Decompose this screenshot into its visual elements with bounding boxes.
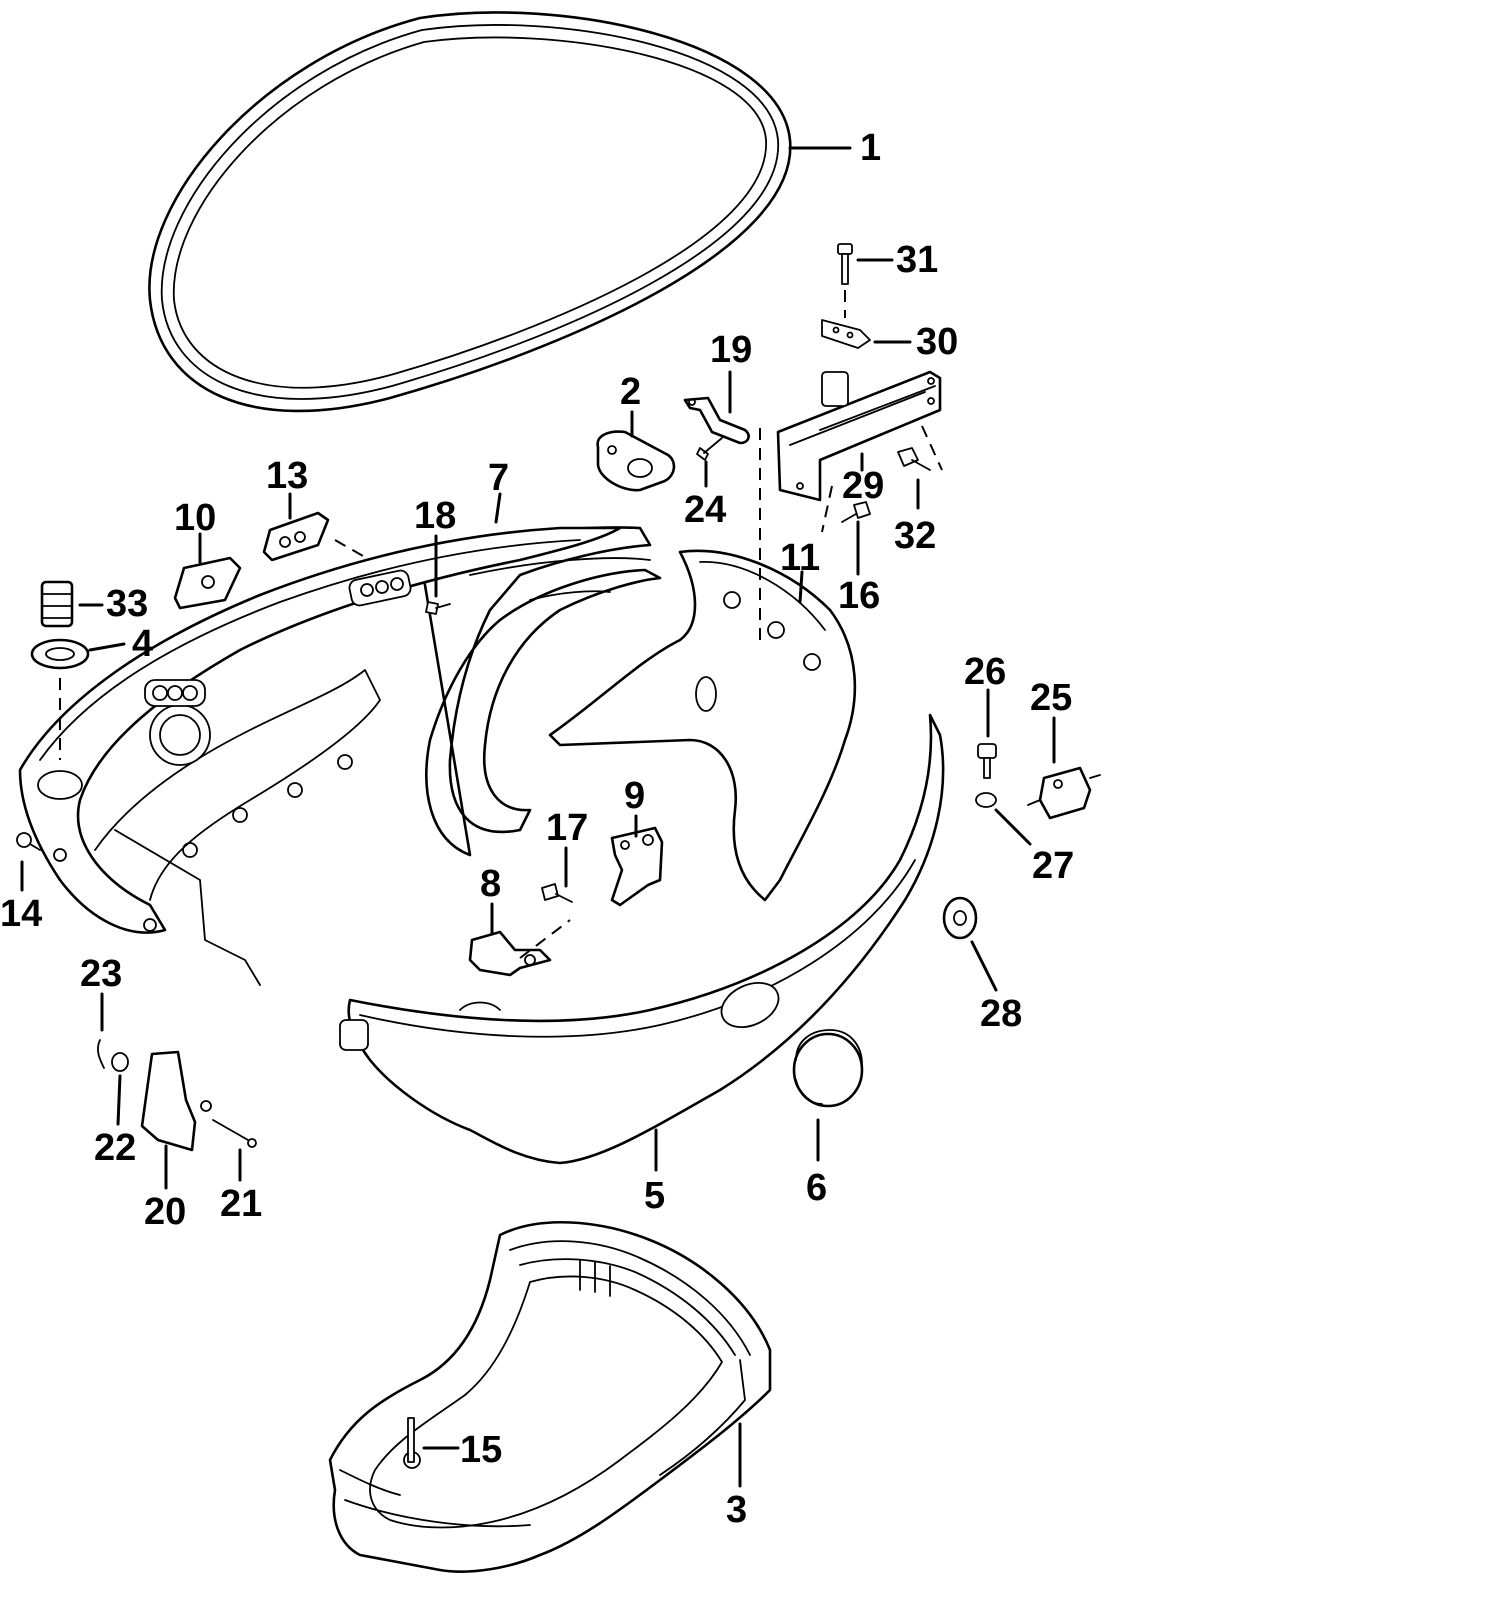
callout-20: 20 bbox=[144, 1191, 186, 1233]
callout-18: 18 bbox=[414, 495, 456, 537]
hinge-block bbox=[468, 930, 552, 977]
callout-7: 7 bbox=[488, 457, 509, 499]
callout-11: 11 bbox=[780, 537, 820, 579]
fuel-fitting bbox=[1027, 766, 1101, 820]
screw-14 bbox=[16, 832, 41, 851]
screw-18 bbox=[425, 601, 451, 615]
callout-1: 1 bbox=[860, 127, 881, 169]
callout-3: 3 bbox=[726, 1489, 747, 1531]
washer-22 bbox=[111, 1052, 129, 1072]
callout-17: 17 bbox=[546, 807, 588, 849]
callout-28: 28 bbox=[980, 993, 1022, 1035]
callout-10: 10 bbox=[174, 497, 216, 539]
leader-lines bbox=[20, 146, 1056, 1488]
bottom-pan bbox=[328, 1221, 772, 1573]
callout-25: 25 bbox=[1030, 677, 1072, 719]
callout-6: 6 bbox=[806, 1167, 827, 1209]
hinge-bracket bbox=[610, 826, 664, 907]
right-cowl-half bbox=[548, 549, 857, 902]
seal-ring bbox=[148, 11, 792, 413]
callout-2: 2 bbox=[620, 371, 641, 413]
triple-plate bbox=[262, 511, 330, 562]
callout-24: 24 bbox=[684, 489, 726, 531]
bolt-17 bbox=[541, 883, 573, 903]
bolt-26 bbox=[977, 743, 997, 779]
pin-21 bbox=[212, 1119, 257, 1148]
callout-33: 33 bbox=[106, 583, 148, 625]
assembly-lines bbox=[59, 290, 943, 959]
latch-lever bbox=[683, 396, 750, 445]
lower-cowl bbox=[339, 713, 945, 1165]
screw-24 bbox=[696, 437, 723, 461]
callout-26: 26 bbox=[964, 651, 1006, 693]
callout-labels: 1 2 3 4 5 6 7 8 9 10 11 13 14 15 16 17 1… bbox=[0, 127, 1074, 1531]
callout-5: 5 bbox=[644, 1175, 665, 1217]
callout-27: 27 bbox=[1032, 845, 1074, 887]
callout-23: 23 bbox=[80, 953, 122, 995]
small-plate bbox=[821, 319, 871, 349]
callout-15: 15 bbox=[460, 1429, 502, 1471]
callout-22: 22 bbox=[94, 1127, 136, 1169]
callout-30: 30 bbox=[916, 321, 958, 363]
callout-13: 13 bbox=[266, 455, 308, 497]
gasket bbox=[30, 638, 90, 670]
handle bbox=[140, 1050, 212, 1152]
bolt-31 bbox=[837, 243, 853, 285]
latch-plate bbox=[596, 430, 676, 492]
callout-9: 9 bbox=[624, 775, 645, 817]
callout-21: 21 bbox=[220, 1183, 262, 1225]
washer-27 bbox=[975, 792, 997, 808]
pin-15 bbox=[407, 1417, 415, 1463]
cowl-bracket bbox=[418, 526, 662, 857]
cotter-pin bbox=[97, 1039, 105, 1069]
callout-14: 14 bbox=[0, 893, 42, 935]
bolt-32 bbox=[897, 447, 931, 471]
left-cowl-half bbox=[18, 526, 622, 986]
callout-32: 32 bbox=[894, 515, 936, 557]
callout-31: 31 bbox=[896, 239, 938, 281]
grommet-plate bbox=[173, 556, 242, 610]
round-plug bbox=[792, 1029, 864, 1108]
callout-4: 4 bbox=[132, 623, 153, 665]
washer-28 bbox=[942, 896, 978, 940]
callout-16: 16 bbox=[838, 575, 880, 617]
bolt-16 bbox=[841, 501, 871, 523]
mounting-bracket bbox=[776, 370, 942, 502]
callout-29: 29 bbox=[842, 465, 884, 507]
callout-8: 8 bbox=[480, 863, 501, 905]
coil-spring bbox=[40, 580, 74, 628]
callout-19: 19 bbox=[710, 329, 752, 371]
